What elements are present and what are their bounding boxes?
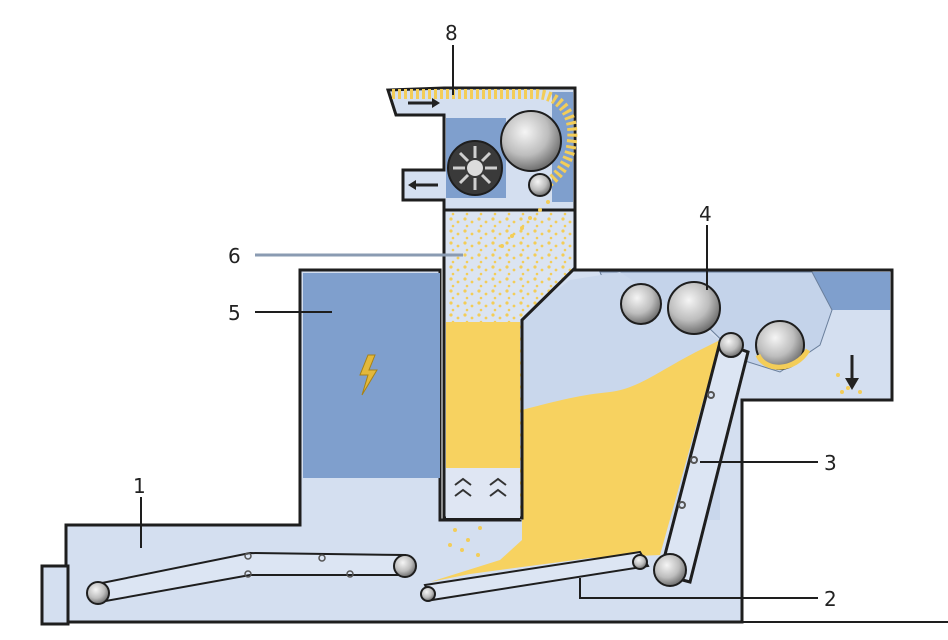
chute-bottom-rollers-zone — [446, 468, 520, 518]
chute-fiber-column — [446, 322, 520, 468]
evener-roll-large — [667, 281, 721, 335]
lattice-spikes — [678, 391, 715, 509]
label-4: 4 — [699, 202, 712, 226]
label-1: 1 — [133, 474, 146, 498]
lightning-icon — [359, 354, 378, 396]
falling-fibers — [500, 200, 550, 248]
chute-opening-rollers — [454, 477, 507, 497]
output-fibers — [836, 373, 862, 394]
bottom-lattice-roll-right — [632, 554, 648, 570]
intake-arrow-icon — [408, 98, 440, 108]
exhaust-arrow-icon — [408, 180, 438, 190]
fiber-mass — [430, 340, 720, 582]
evener-roll-small — [620, 283, 662, 325]
upper-right-panel — [812, 272, 890, 310]
label-2: 2 — [824, 587, 837, 611]
lattice-top-roll — [718, 332, 744, 358]
feed-table-end — [40, 564, 70, 626]
lattice-bottom-roll — [653, 553, 687, 587]
stripper-roll — [528, 173, 552, 197]
stripping-roll-fiber — [755, 348, 811, 370]
label-8: 8 — [445, 21, 458, 45]
down-arrow-icon — [845, 355, 859, 390]
suction-duct — [392, 89, 578, 193]
bottom-lattice-roll-left — [420, 586, 436, 602]
leader-lines — [140, 45, 818, 599]
feed-lattice-slats — [244, 552, 354, 578]
feed-roll-left — [86, 581, 110, 605]
label-6: 6 — [228, 244, 241, 268]
condenser-drum — [500, 110, 562, 172]
label-3: 3 — [824, 451, 837, 475]
chute-fiber-dots — [448, 526, 482, 557]
label-5: 5 — [228, 301, 241, 325]
feed-roll-right — [393, 554, 417, 578]
fan-wheel — [447, 140, 503, 196]
